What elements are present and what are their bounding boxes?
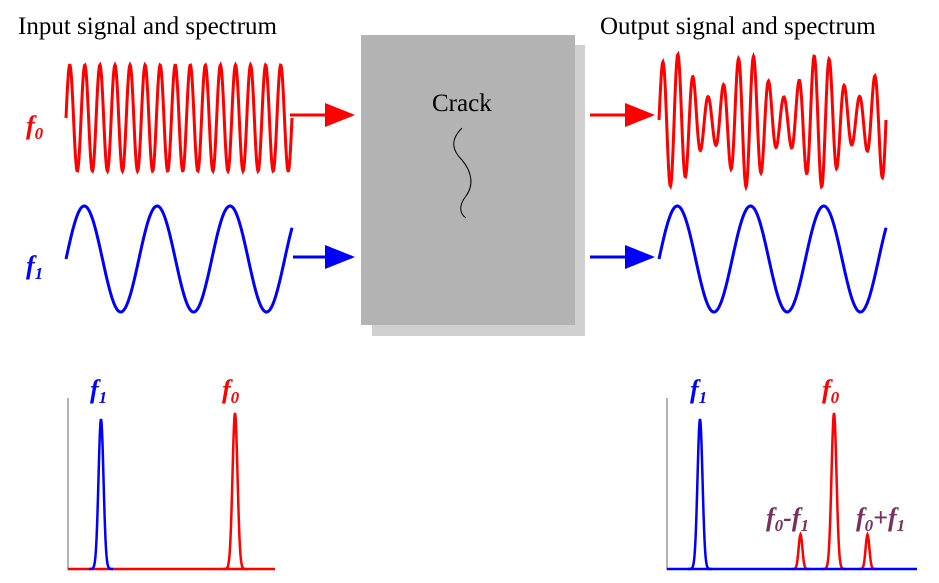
crack-icon	[453, 127, 472, 219]
input-f1-wave	[64, 204, 294, 314]
output-spectrum-diff-label: f0-f1	[766, 503, 809, 535]
input-spectrum-peak-f1	[89, 418, 113, 571]
output-spectrum-peak-f1	[688, 418, 712, 571]
f0-signal-label: f0	[26, 111, 44, 143]
output-spectrum-f0-label: f0	[822, 375, 840, 407]
input-f0-wave	[64, 61, 294, 175]
output-title: Output signal and spectrum	[600, 13, 876, 40]
input-spectrum-f0-label: f0	[222, 375, 240, 407]
output-f0-wave	[657, 50, 888, 192]
output-spectrum-peak-diff	[791, 531, 810, 571]
crack-label: Crack	[432, 90, 492, 117]
crack-box	[361, 35, 575, 325]
output-spectrum-peak-sum	[858, 531, 877, 571]
input-spectrum-f1-label: f1	[90, 375, 107, 407]
input-title: Input signal and spectrum	[18, 13, 278, 40]
input-spectrum-peak-f0	[223, 412, 247, 571]
f1-signal-label: f1	[26, 251, 43, 283]
output-spectrum-peak-f0	[822, 412, 846, 571]
output-f1-wave	[657, 204, 888, 314]
output-spectrum-f1-label: f1	[690, 375, 707, 407]
output-spectrum-sum-label: f0+f1	[856, 503, 905, 535]
